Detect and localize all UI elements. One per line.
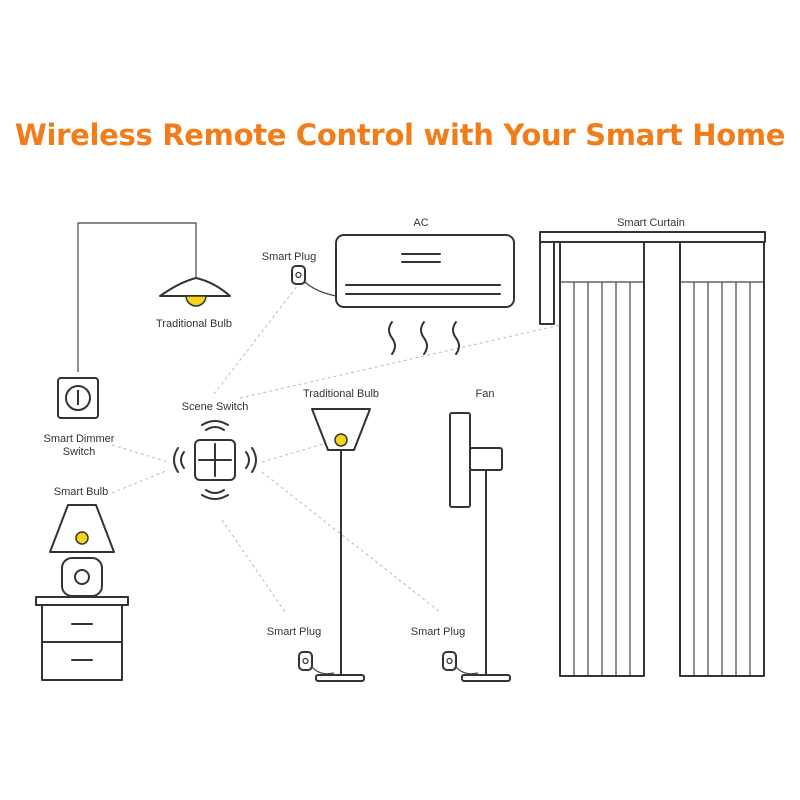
link-to-lamp-plug <box>221 519 286 613</box>
ceiling-lamp-wiring <box>77 222 197 372</box>
label-smart-plug-lamp: Smart Plug <box>267 626 321 638</box>
curtain-icon <box>539 231 766 677</box>
curtain-folds <box>560 281 764 676</box>
smart-plug-icon <box>291 265 337 297</box>
link-to-ac-plug <box>213 284 299 395</box>
table-lamp-icon <box>49 504 115 597</box>
link-to-fan-plug <box>261 471 441 613</box>
label-smart-dimmer: Smart Dimmer <box>44 433 115 445</box>
bulb-glow <box>185 295 207 307</box>
label-smart-plug-fan: Smart Plug <box>411 626 465 638</box>
smart-plug-icon <box>442 651 479 675</box>
air-conditioner-icon <box>335 234 515 355</box>
page-title: Wireless Remote Control with Your Smart … <box>14 118 786 152</box>
label-scene-switch: Scene Switch <box>182 401 249 413</box>
label-smart-curtain: Smart Curtain <box>617 217 685 229</box>
bulb-glow <box>75 531 89 545</box>
ceiling-lamp-icon <box>159 277 231 307</box>
label-traditional-bulb-ceiling: Traditional Bulb <box>156 318 232 330</box>
label-smart-plug-ac: Smart Plug <box>262 251 316 263</box>
link-to-floor-bulb <box>261 441 331 463</box>
wireless-signal-icon <box>173 420 257 500</box>
label-fan: Fan <box>476 388 495 400</box>
connection-lines <box>111 284 561 613</box>
fan-icon <box>449 412 511 682</box>
link-to-smart-bulb <box>111 469 169 494</box>
label-ac: AC <box>413 217 428 229</box>
link-to-dimmer <box>111 444 169 463</box>
scene-switch-icon <box>194 439 236 481</box>
floor-lamp-icon <box>311 408 371 682</box>
label-traditional-bulb-floor: Traditional Bulb <box>303 388 379 400</box>
link-to-curtain <box>239 324 561 399</box>
smart-plug-icon <box>298 651 335 675</box>
bulb-glow <box>334 433 348 447</box>
label-smart-bulb: Smart Bulb <box>54 486 108 498</box>
wire <box>77 222 197 372</box>
label-smart-dimmer-switch: Switch <box>63 446 95 458</box>
nightstand-icon <box>35 596 129 681</box>
dimmer-switch-icon <box>57 377 99 419</box>
